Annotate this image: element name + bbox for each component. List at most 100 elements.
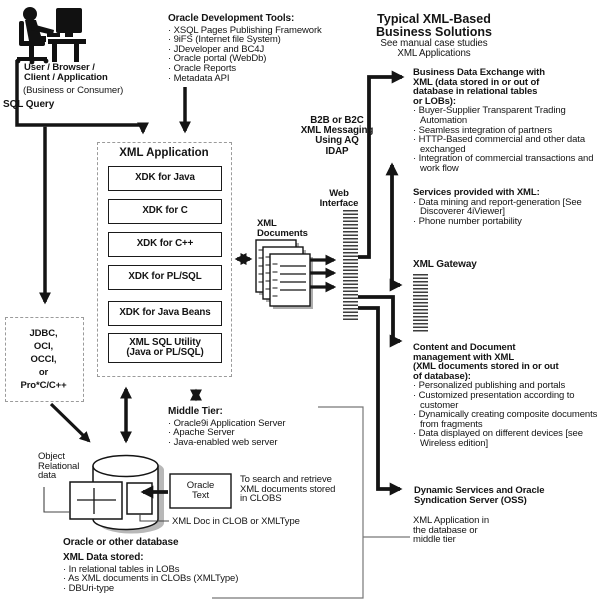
text-line: · Oracle portal (WebDb) bbox=[168, 53, 267, 65]
text-line: · In relational tables in LOBs bbox=[63, 563, 180, 575]
text-line: XML bbox=[257, 218, 277, 229]
business-exchange-list: · Buyer-Supplier Transparent Trading Aut… bbox=[413, 106, 599, 173]
text-line: · 9iFS (Internet file System) bbox=[168, 34, 281, 46]
content-mgmt-list: · Personalized publishing and portals· C… bbox=[413, 381, 599, 448]
text-line: · Phone number portability bbox=[413, 215, 522, 227]
text-line: · HTTP-Based commercial and other data e… bbox=[413, 134, 586, 155]
arrow-jdbc-to-db bbox=[49, 402, 91, 443]
dev-tools-list: · XSQL Pages Publishing Framework· 9iFS … bbox=[168, 24, 323, 84]
text-line: data bbox=[38, 470, 57, 482]
xml-data-stored-list: · In relational tables in LOBs· As XML d… bbox=[63, 563, 283, 594]
text-line: · Seamless integration of partners bbox=[413, 124, 553, 136]
text-line: in CLOBS bbox=[240, 493, 282, 505]
xdk-cpp-box: XDK for C++ bbox=[108, 232, 222, 257]
text-line: or LOBs): bbox=[413, 95, 456, 107]
xdk-java-box: XDK for Java bbox=[108, 166, 222, 191]
xml-documents-icon bbox=[255, 239, 313, 309]
text-line: · XSQL Pages Publishing Framework bbox=[168, 24, 322, 36]
clob-label-leader-line bbox=[139, 514, 169, 522]
text-line: · Apache Server bbox=[168, 427, 235, 439]
text-line: · Customized presentation according to c… bbox=[413, 389, 575, 411]
text-line: or bbox=[38, 367, 49, 378]
middle-tier-title: Middle Tier: bbox=[168, 406, 223, 417]
middle-tier-block: Middle Tier: · Oracle9i Application Serv… bbox=[168, 407, 318, 447]
middle-tier-list: · Oracle9i Application Server· Apache Se… bbox=[168, 417, 318, 448]
xml-sql-utility-lines: XML SQL Utility(Java or PL/SQL) bbox=[126, 337, 204, 358]
object-relational-table-icon bbox=[69, 481, 123, 520]
arrow-web-to-content-mgmt bbox=[358, 295, 403, 348]
user-label-sub: (Business or Consumer) bbox=[23, 85, 124, 96]
text-line: Business Data Exchange with bbox=[413, 67, 545, 78]
text-line: · Data displayed on different devices [s… bbox=[413, 428, 583, 449]
text-line: XML documents stored bbox=[240, 483, 336, 495]
jdbc-oci-box bbox=[5, 317, 84, 402]
xdk-c-box: XDK for C bbox=[108, 199, 222, 224]
text-line: OCCI, bbox=[30, 354, 57, 365]
text-line: Web bbox=[329, 188, 349, 199]
services-title: Services provided with XML: bbox=[413, 187, 540, 198]
xml-data-stored-block: XML Data stored: · In relational tables … bbox=[63, 553, 283, 593]
object-data-leader-line bbox=[43, 487, 70, 513]
text-line: XML Application in bbox=[413, 515, 490, 526]
db-caption: Oracle or other database bbox=[63, 537, 179, 548]
sql-query-label: SQL Query bbox=[3, 99, 55, 110]
arrow-web-to-business-exchange bbox=[358, 70, 405, 259]
text-line: Interface bbox=[319, 197, 359, 209]
text-line: JDBC, bbox=[29, 328, 58, 339]
services-list: · Data mining and report-generation [See… bbox=[413, 196, 599, 227]
xml-doc-square-icon bbox=[126, 482, 153, 515]
text-line: Pro*C/C++ bbox=[20, 380, 67, 391]
text-line: · As XML documents in CLOBs (XMLType) bbox=[63, 573, 239, 585]
text-line: OCI, bbox=[33, 341, 54, 352]
text-line: See manual case studies bbox=[380, 38, 488, 49]
xml-data-stored-title: XML Data stored: bbox=[63, 552, 144, 563]
text-line: management with XML bbox=[413, 351, 515, 363]
text-line: XML (data stored in or out of bbox=[413, 76, 540, 88]
text-line: · Metadata API bbox=[168, 72, 230, 84]
arrow-web-to-dynamic-services bbox=[358, 306, 403, 496]
db-middle-tier-bracket bbox=[212, 406, 364, 599]
text-line: B2B or B2C bbox=[310, 115, 364, 126]
web-interface-bar bbox=[343, 210, 358, 320]
text-line: Business Solutions bbox=[376, 25, 492, 39]
text-line: (XML documents stored in or out bbox=[413, 361, 559, 373]
text-line: IDAP bbox=[325, 145, 349, 157]
text-line: Documents bbox=[257, 227, 308, 239]
text-line: · Buyer-Supplier Transparent Trading Aut… bbox=[413, 105, 566, 126]
xml-sql-utility-box: XML SQL Utility(Java or PL/SQL) bbox=[108, 333, 222, 363]
text-line: · Java-enabled web server bbox=[168, 436, 278, 448]
text-line: · Integration of commercial transactions… bbox=[413, 153, 594, 174]
text-line: · Personalized publishing and portals bbox=[413, 380, 566, 392]
services-section: Services provided with XML: · Data minin… bbox=[413, 188, 599, 226]
text-line: · Data mining and report-generation [See… bbox=[413, 196, 582, 218]
xdk-javabeans-box: XDK for Java Beans bbox=[108, 301, 222, 326]
text-line: User / Browser / bbox=[24, 62, 95, 73]
text-line: Syndication Server (OSS) bbox=[414, 494, 527, 506]
text-line: (Java or PL/SQL) bbox=[126, 347, 204, 358]
text-line: To search and retrieve bbox=[240, 474, 332, 485]
text-line: · Oracle9i Application Server bbox=[168, 417, 286, 429]
text-line: · Dynamically creating composite documen… bbox=[413, 409, 598, 430]
text-line: XML Messaging bbox=[300, 125, 374, 137]
xml-gateway-label: XML Gateway bbox=[413, 259, 477, 270]
arrow-user-to-xml-app bbox=[15, 60, 149, 135]
text-line: Text bbox=[191, 489, 210, 501]
xml-application-box bbox=[97, 142, 232, 377]
text-line: Typical XML-Based bbox=[377, 12, 491, 26]
xdk-plsql-box: XDK for PL/SQL bbox=[108, 265, 222, 290]
